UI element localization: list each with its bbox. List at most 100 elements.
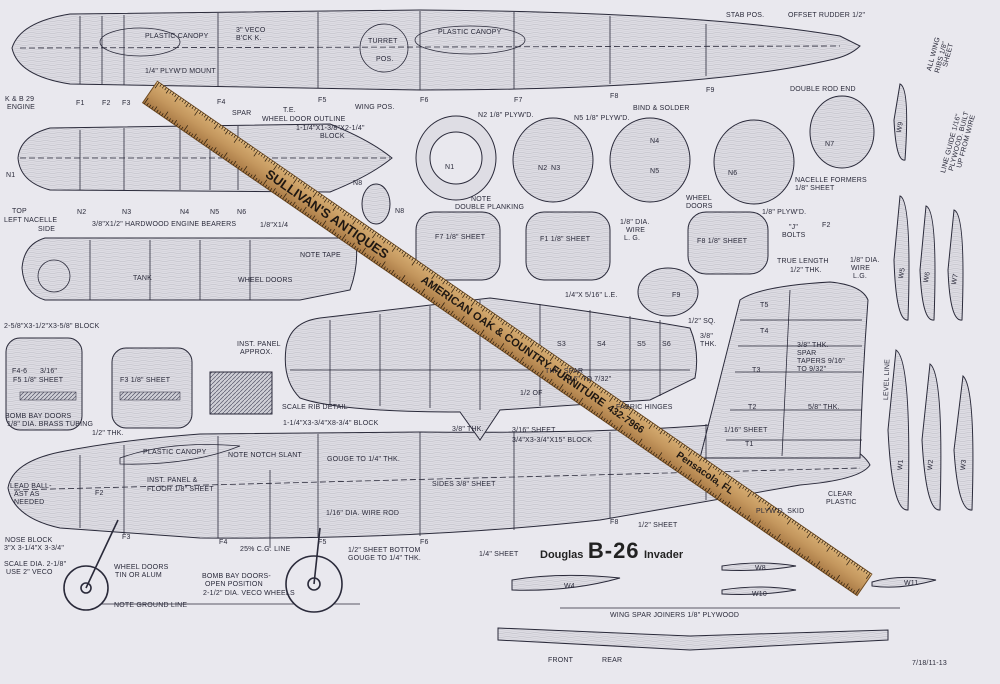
nacelle-side-view <box>21 237 358 301</box>
rib-w7 <box>947 209 964 321</box>
ruler-tick <box>472 327 475 331</box>
ruler-tick <box>408 283 411 287</box>
ruler-tick <box>161 113 164 116</box>
ruler-tick <box>546 378 549 382</box>
ruler-tick <box>504 349 507 353</box>
ruler-tick <box>389 242 392 246</box>
rib-w10 <box>721 586 797 595</box>
ruler-tick <box>253 148 256 152</box>
ruler-tick <box>250 174 253 178</box>
ruler-tick <box>665 433 669 437</box>
ruler-tick <box>675 439 678 443</box>
ruler-tick <box>560 361 565 367</box>
ruler-tick <box>422 266 427 271</box>
ruler-tick <box>683 445 686 448</box>
ruler-tick <box>255 177 258 181</box>
ruler-tick <box>469 324 474 329</box>
ruler-tick <box>277 193 280 197</box>
ruler-tick <box>531 368 534 372</box>
ruler-tick <box>438 276 441 280</box>
ruler-tick <box>642 445 646 449</box>
ruler-tick <box>732 479 735 483</box>
ruler-tick <box>312 191 318 198</box>
ruler-tick <box>855 564 859 568</box>
ruler-tick <box>559 359 562 363</box>
ruler-tick <box>689 477 692 481</box>
ruler-tick <box>468 296 471 300</box>
ruler-tick <box>342 210 345 213</box>
ruler-tick <box>228 131 231 135</box>
vertical-tail <box>699 281 869 459</box>
ruler-tick <box>707 462 710 465</box>
ruler-tick <box>464 322 468 326</box>
ruler-tick <box>385 268 389 271</box>
ruler-tick <box>292 175 296 179</box>
ruler-tick <box>600 416 604 420</box>
ruler-tick <box>509 351 513 357</box>
ruler-tick <box>467 324 470 328</box>
ruler-tick <box>353 245 357 249</box>
ruler-tick <box>289 201 292 205</box>
ruler-tick <box>537 344 540 348</box>
ruler-tick <box>233 135 236 138</box>
ruler-tick <box>218 124 222 128</box>
ruler-tick <box>264 157 268 162</box>
ruler-tick <box>500 319 503 322</box>
ruler-tick <box>406 254 409 258</box>
ruler-tick <box>702 486 705 490</box>
ruler-tick <box>501 320 506 326</box>
ruler-tick <box>786 516 790 520</box>
ruler-tick <box>287 199 290 203</box>
ruler-tick <box>840 581 843 585</box>
ruler-tick <box>262 179 268 186</box>
ruler-tick <box>282 169 286 172</box>
ruler-tick <box>589 380 592 384</box>
ruler-tick <box>201 112 204 116</box>
ruler-tick <box>416 261 419 264</box>
ruler-tick <box>776 509 780 513</box>
ruler-tick <box>637 438 643 445</box>
ruler-tick <box>645 419 649 423</box>
ruler-tick <box>297 206 300 210</box>
rib-w11 <box>871 576 937 588</box>
ruler-tick <box>754 494 757 498</box>
ruler-tick <box>492 341 495 345</box>
ruler-tick <box>179 97 182 101</box>
ruler-tick <box>366 227 370 230</box>
ruler-tick <box>790 547 794 551</box>
ruler-tick <box>704 487 707 491</box>
ruler-tick <box>742 485 745 489</box>
ruler-tick <box>253 150 259 157</box>
ruler-tick <box>736 506 742 513</box>
ruler-tick <box>515 329 518 333</box>
ruler-tick <box>502 348 505 352</box>
ruler-tick <box>724 501 727 505</box>
ruler-tick <box>432 300 436 304</box>
ruler-tick <box>536 372 539 375</box>
ruler-tick <box>489 338 494 343</box>
ruler-tick <box>847 586 851 590</box>
ruler-tick <box>312 189 315 193</box>
ruler-tick <box>263 155 266 159</box>
ruler-tick <box>273 162 276 166</box>
ruler-tick <box>405 281 409 285</box>
ruler-tick <box>794 521 797 525</box>
ruler-tick <box>203 114 207 118</box>
ruler-tick <box>574 370 577 373</box>
ruler-tick <box>825 569 829 575</box>
ruler-tick <box>361 223 365 227</box>
ruler-tick <box>148 104 152 108</box>
ruler-tick <box>526 365 530 369</box>
ruler-tick <box>553 383 557 387</box>
ruler-tick <box>457 317 460 321</box>
ruler-tick <box>423 293 426 297</box>
ruler-tick <box>181 126 184 130</box>
ruler-tick <box>383 266 386 270</box>
ruler-tick <box>813 562 816 566</box>
ruler-tick <box>322 196 325 200</box>
ruler-tick <box>589 382 594 389</box>
ruler-tick <box>707 463 713 470</box>
ruler-tick <box>576 399 579 403</box>
ruler-tick <box>731 506 734 510</box>
ruler-tick <box>855 588 860 595</box>
